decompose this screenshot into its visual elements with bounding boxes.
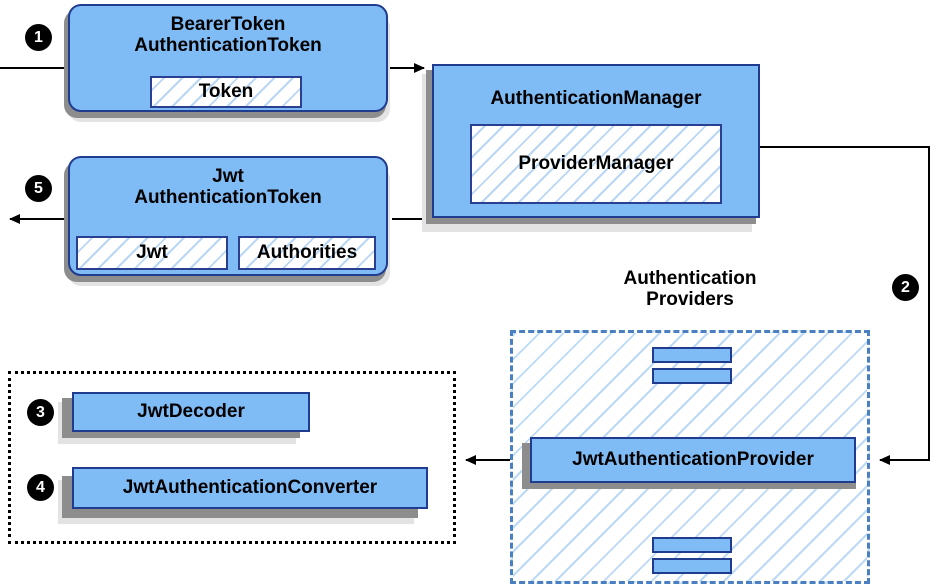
node-jwt-authentication-provider[interactable]: JwtAuthenticationProvider: [530, 437, 856, 483]
jwt-authentication-token-title: Jwt AuthenticationToken: [134, 166, 322, 209]
provider-stack-bottom-bar-1: [652, 537, 732, 553]
jwt-authentication-converter-title: JwtAuthenticationConverter: [122, 477, 378, 499]
provider-stack-top-bar-1: [652, 347, 732, 363]
authorities-label: Authorities: [256, 242, 358, 263]
provider-manager-label: ProviderManager: [518, 153, 674, 174]
jwt-token-inner-jwt[interactable]: Jwt: [76, 236, 228, 270]
token-label: Token: [198, 81, 254, 102]
node-jwt-authentication-converter[interactable]: JwtAuthenticationConverter: [72, 467, 428, 509]
badge-step-3: 3: [28, 400, 53, 425]
authentication-manager-inner-provider-manager[interactable]: ProviderManager: [470, 124, 722, 204]
badge-step-5: 5: [26, 176, 51, 201]
authentication-providers-label: Authentication Providers: [623, 268, 757, 311]
provider-stack-top-bar-2: [652, 368, 732, 384]
badge-step-4: 4: [28, 475, 53, 500]
jwt-token-inner-authorities[interactable]: Authorities: [238, 236, 376, 270]
region-support-components: [8, 371, 456, 544]
badge-step-1: 1: [26, 25, 51, 50]
provider-stack-bottom-bar-2: [652, 558, 732, 574]
badge-step-2: 2: [893, 275, 918, 300]
jwt-label: Jwt: [136, 242, 168, 263]
bearer-token-inner-token[interactable]: Token: [150, 76, 302, 108]
node-jwt-decoder[interactable]: JwtDecoder: [72, 392, 310, 432]
authentication-manager-title: AuthenticationManager: [490, 88, 702, 109]
jwt-authentication-provider-title: JwtAuthenticationProvider: [572, 449, 814, 471]
jwt-decoder-title: JwtDecoder: [137, 401, 245, 423]
bearer-token-title: BearerToken AuthenticationToken: [134, 14, 322, 57]
